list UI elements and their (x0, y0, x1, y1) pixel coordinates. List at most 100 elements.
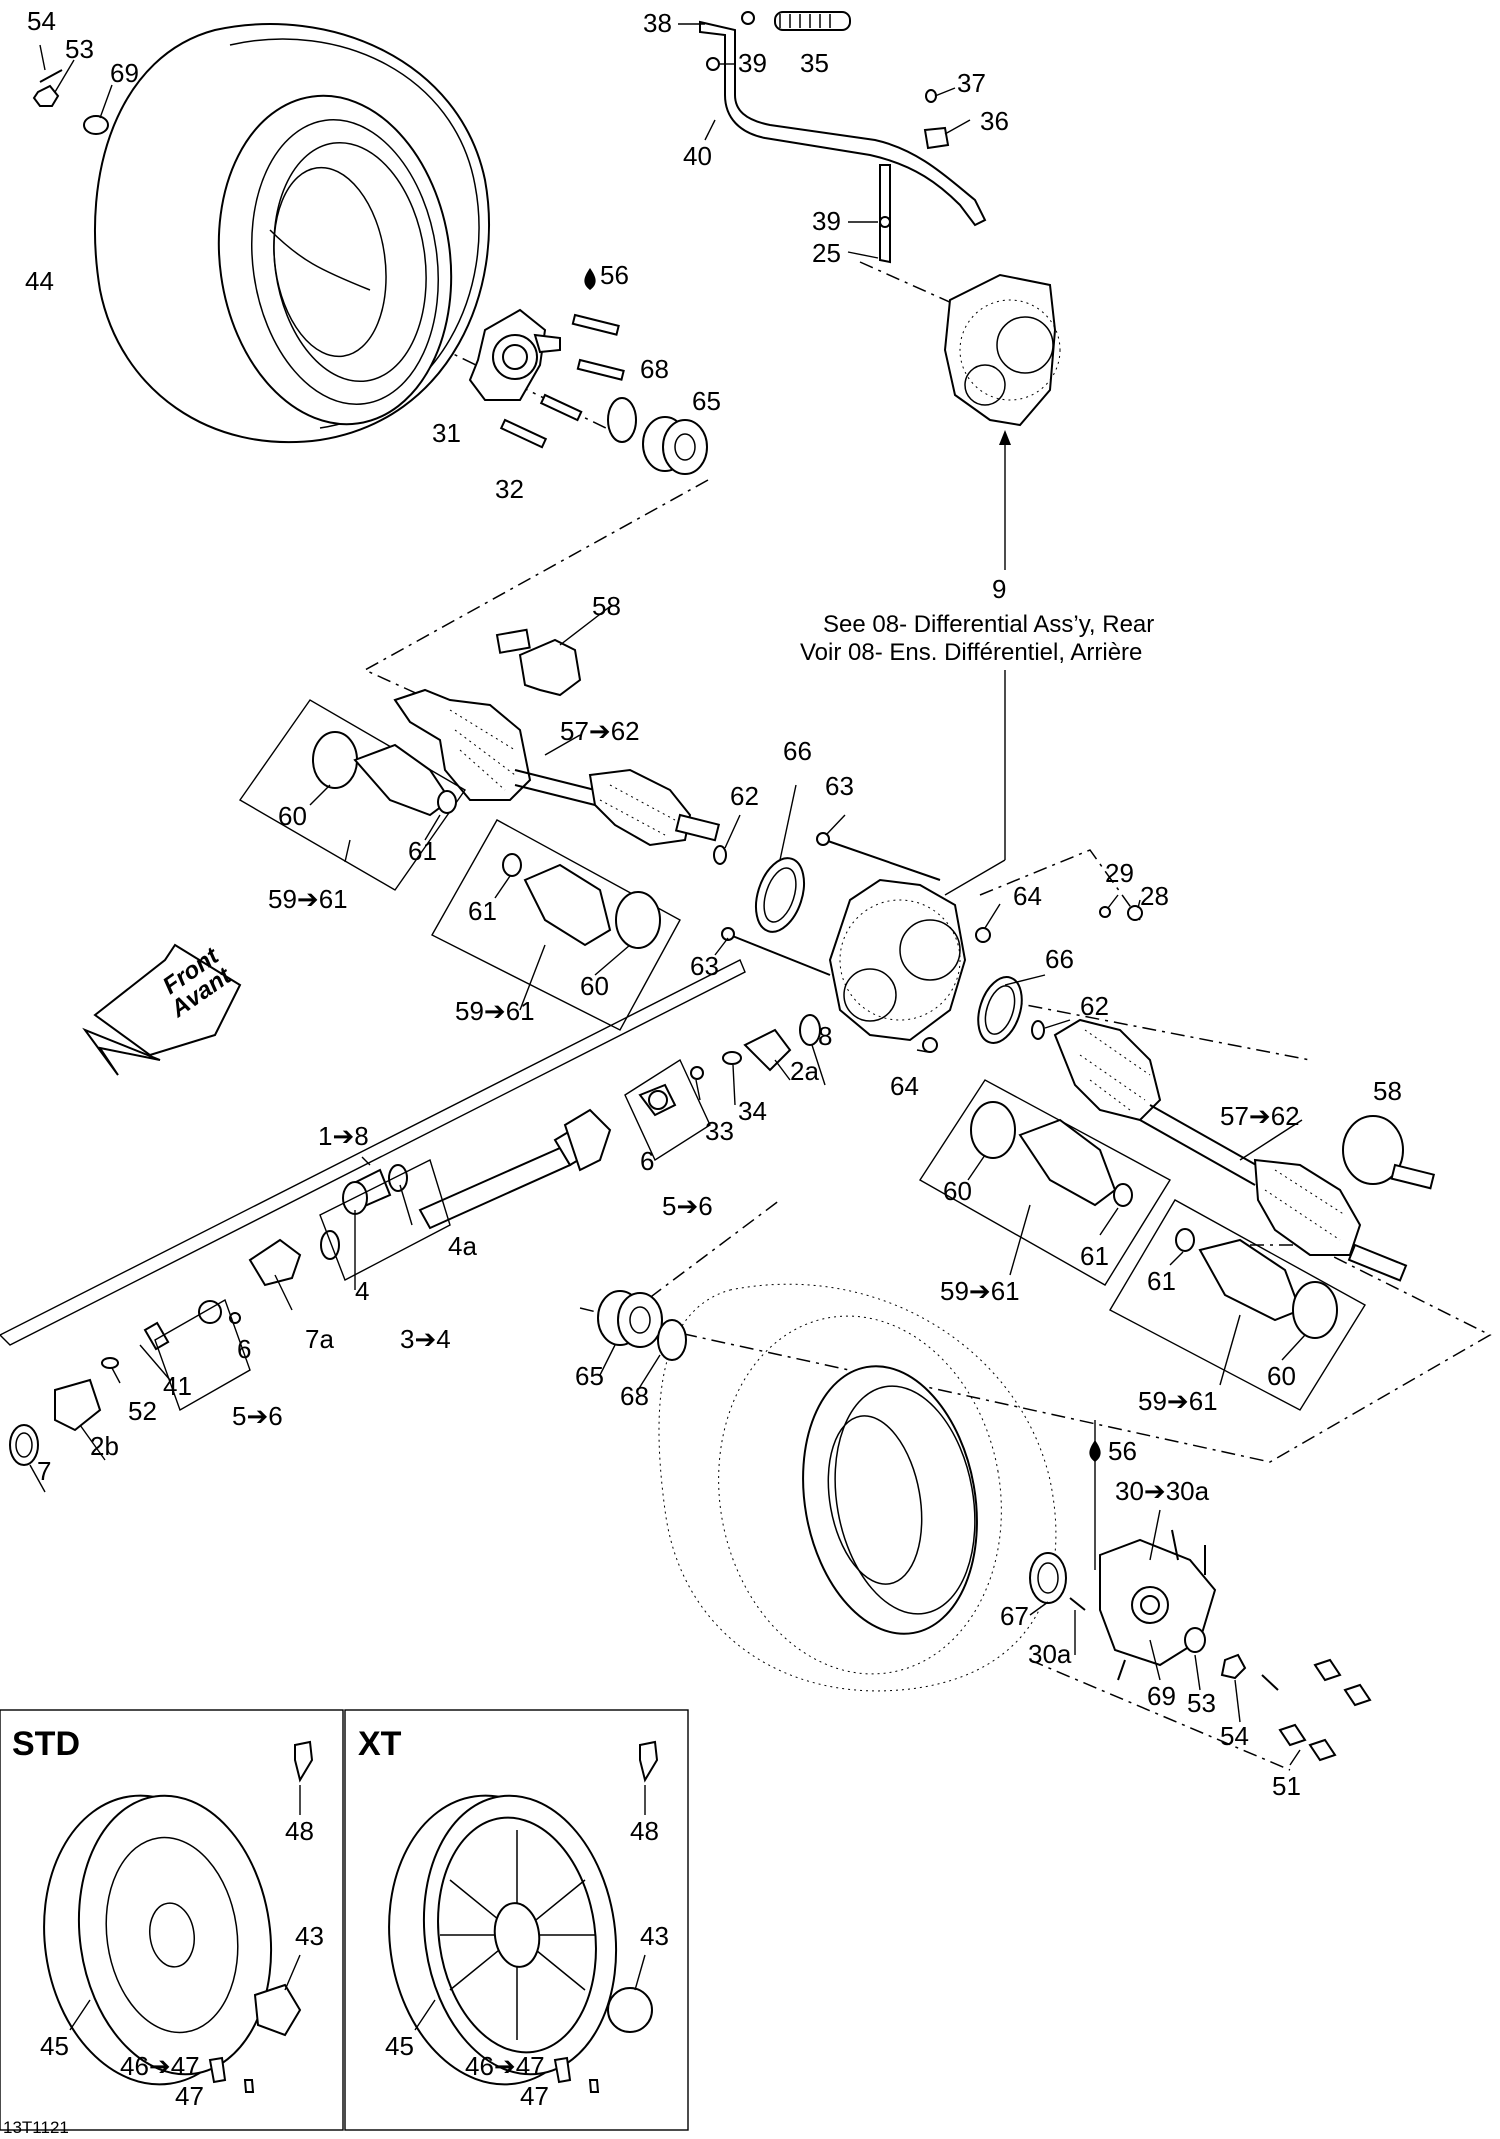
reference-note-fr: Voir 08- Ens. Différentiel, Arrière (800, 639, 1142, 666)
callout-38: 38 (643, 8, 672, 38)
callout-64: 64 (890, 1071, 919, 1101)
callout-68: 68 (640, 354, 669, 384)
callout-52: 52 (128, 1396, 157, 1426)
callout-60: 60 (278, 801, 307, 831)
callout-1-8: 1➔8 (318, 1121, 369, 1151)
oil-drop-icon (1089, 1440, 1101, 1462)
rear-wheel-tire-left (93, 23, 490, 444)
wheel-knuckle-assembly (468, 308, 708, 475)
callout-32: 32 (495, 474, 524, 504)
callout-59-61: 59➔61 (1138, 1386, 1218, 1416)
callout-29: 29 (1105, 858, 1134, 888)
callout-25: 25 (812, 238, 841, 268)
callout-30-30a: 30➔30a (1115, 1476, 1210, 1506)
callout-58: 58 (592, 591, 621, 621)
callout-65: 65 (692, 386, 721, 416)
seal-and-bolt-lower (916, 974, 1071, 1053)
callout-4: 4 (355, 1276, 369, 1306)
drive-axle-upper (393, 604, 721, 847)
callout-9: 9 (992, 574, 1006, 604)
callout-63: 63 (825, 771, 854, 801)
callout-8: 8 (818, 1021, 832, 1051)
seal-and-bolt-upper (713, 784, 1143, 976)
callout-48: 48 (630, 1816, 659, 1846)
brake-line-assembly (678, 11, 987, 264)
drive-axle-lower (1053, 1018, 1436, 1282)
rear-wheel-tire-right (658, 1283, 1057, 1692)
callout-60: 60 (943, 1176, 972, 1206)
front-direction-arrow (82, 943, 242, 1076)
rear-hub-assembly (1029, 1420, 1372, 1766)
xt-wheel-panel (344, 1709, 689, 2131)
callout-2b: 2b (90, 1431, 119, 1461)
callout-28: 28 (1140, 881, 1169, 911)
callout-53: 53 (65, 34, 94, 64)
callout-5-6: 5➔6 (662, 1191, 713, 1221)
callout-57-62: 57➔62 (1220, 1101, 1300, 1131)
callout-46-47: 46➔47 (465, 2051, 545, 2081)
differential-housing-top (943, 273, 1061, 570)
callout-58: 58 (1373, 1076, 1402, 1106)
callout-46-47: 46➔47 (120, 2051, 200, 2081)
wheel-bearing-set-bottom (597, 1290, 687, 1391)
callout-61: 61 (408, 836, 437, 866)
callout-59-61: 59➔61 (268, 884, 348, 914)
callout-3-4: 3➔4 (400, 1324, 451, 1354)
callout-60: 60 (580, 971, 609, 1001)
callout-43: 43 (640, 1921, 669, 1951)
callout-54: 54 (1220, 1721, 1249, 1751)
callout-39: 39 (812, 206, 841, 236)
callout-5-6: 5➔6 (232, 1401, 283, 1431)
callout-7a: 7a (305, 1324, 334, 1354)
callout-69: 69 (1147, 1681, 1176, 1711)
callout-2a: 2a (790, 1056, 819, 1086)
callout-31: 31 (432, 418, 461, 448)
callout-43: 43 (295, 1921, 324, 1951)
callout-33: 33 (705, 1116, 734, 1146)
callout-66: 66 (783, 736, 812, 766)
callout-60: 60 (1267, 1361, 1296, 1391)
callout-44: 44 (25, 266, 54, 296)
oil-drop-icon (584, 268, 596, 290)
callout-66: 66 (1045, 944, 1074, 974)
callout-61: 61 (1147, 1266, 1176, 1296)
callout-53: 53 (1187, 1688, 1216, 1718)
boot-kit-upper-left (238, 699, 467, 891)
callout-41: 41 (163, 1371, 192, 1401)
callout-62: 62 (730, 781, 759, 811)
callout-59-61: 59➔61 (940, 1276, 1020, 1306)
callout-61: 61 (468, 896, 497, 926)
callout-54: 54 (27, 6, 56, 36)
callout-59-61: 59➔61 (455, 996, 535, 1026)
callout-56: 56 (600, 260, 629, 290)
reference-note-en: See 08- Differential Ass’y, Rear (823, 611, 1154, 638)
boot-kit-upper-right (431, 819, 681, 1031)
callout-36: 36 (980, 106, 1009, 136)
callout-48: 48 (285, 1816, 314, 1846)
callout-63: 63 (690, 951, 719, 981)
boot-kit-lower-left (919, 1079, 1171, 1286)
callout-47: 47 (175, 2081, 204, 2111)
std-wheel-panel (0, 1709, 344, 2131)
callout-51: 51 (1272, 1771, 1301, 1801)
callout-labels: 54 53 69 44 38 39 35 37 36 40 39 25 56 6… (3, 6, 1402, 2137)
differential-housing-main (828, 670, 1006, 1042)
callout-7: 7 (37, 1456, 51, 1486)
boot-kit-lower-right (1109, 1199, 1366, 1411)
callout-57-62: 57➔62 (560, 716, 640, 746)
driveshaft-assembly (0, 959, 826, 1493)
callout-64: 64 (1013, 881, 1042, 911)
callout-4a: 4a (448, 1231, 477, 1261)
callout-45: 45 (385, 2031, 414, 2061)
wheel-nut-set-top (32, 44, 113, 135)
callout-6: 6 (237, 1334, 251, 1364)
drawing-code: 13T1121 (3, 2118, 69, 2137)
callout-37: 37 (957, 68, 986, 98)
callout-40: 40 (683, 141, 712, 171)
callout-65: 65 (575, 1361, 604, 1391)
callout-6: 6 (640, 1146, 654, 1176)
callout-61: 61 (1080, 1241, 1109, 1271)
callout-62: 62 (1080, 991, 1109, 1021)
callout-67: 67 (1000, 1601, 1029, 1631)
